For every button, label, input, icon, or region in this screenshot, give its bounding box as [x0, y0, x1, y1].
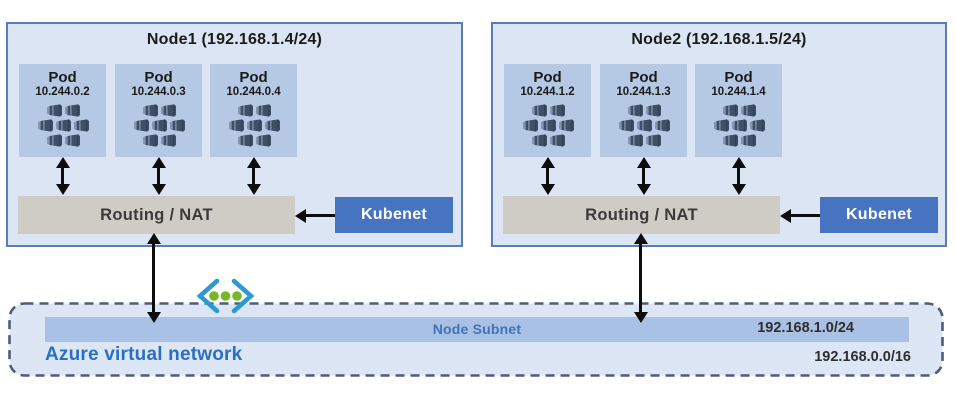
pod-ip: 10.244.1.3 [616, 86, 671, 98]
pod-routing-arrow [151, 157, 166, 195]
node2-subnet-arrow [633, 233, 648, 323]
pod-ip: 10.244.0.2 [35, 86, 90, 98]
pod-label: Pod [724, 69, 753, 86]
containers-icon [713, 104, 765, 147]
containers-icon [228, 104, 280, 147]
azure-vnet-icon [196, 278, 255, 314]
node1-box: Node1 (192.168.1.4/24) Pod 10.244.0.2 Po… [6, 22, 463, 247]
node2-box: Node2 (192.168.1.5/24) Pod 10.244.1.2 Po… [491, 22, 947, 247]
pod-routing-arrow [540, 157, 555, 195]
pod-label: Pod [239, 69, 268, 86]
pod-label: Pod [629, 69, 658, 86]
pod-ip: 10.244.0.4 [226, 86, 281, 98]
vnet-label: Azure virtual network [45, 344, 243, 365]
node2-kubenet: Kubenet [820, 197, 938, 233]
subnet-cidr: 192.168.1.0/24 [757, 320, 854, 336]
pod-routing-arrow [636, 157, 651, 195]
node1-routing-nat: Routing / NAT [18, 196, 295, 234]
pod-routing-arrow [731, 157, 746, 195]
pod-label: Pod [48, 69, 77, 86]
node1-kubenet: Kubenet [335, 197, 453, 233]
kubenet-routing-arrow [295, 208, 335, 223]
pod-ip: 10.244.1.4 [711, 86, 766, 98]
containers-icon [37, 104, 89, 147]
pod-label: Pod [533, 69, 562, 86]
containers-icon [618, 104, 670, 147]
pod-routing-arrow [246, 157, 261, 195]
node2-routing-nat: Routing / NAT [503, 196, 780, 234]
node1-title: Node1 (192.168.1.4/24) [146, 31, 323, 48]
node2-pod2: Pod 10.244.1.3 [600, 64, 687, 157]
node-subnet-bar: Node Subnet 192.168.1.0/24 [45, 317, 909, 342]
containers-icon [133, 104, 185, 147]
pod-routing-arrow [55, 157, 70, 195]
node1-pod3: Pod 10.244.0.4 [210, 64, 297, 157]
node1-pod1: Pod 10.244.0.2 [19, 64, 106, 157]
kubenet-routing-arrow [780, 208, 820, 223]
node-subnet-label: Node Subnet [432, 321, 522, 337]
node2-pod3: Pod 10.244.1.4 [695, 64, 782, 157]
node2-pod1: Pod 10.244.1.2 [504, 64, 591, 157]
node1-subnet-arrow [146, 233, 161, 323]
azure-vnet-box: Node Subnet 192.168.1.0/24 Azure virtual… [8, 302, 944, 377]
node2-title: Node2 (192.168.1.5/24) [631, 31, 807, 48]
pod-ip: 10.244.0.3 [131, 86, 186, 98]
vnet-cidr: 192.168.0.0/16 [814, 349, 911, 365]
node1-pod2: Pod 10.244.0.3 [115, 64, 202, 157]
containers-icon [522, 104, 574, 147]
pod-ip: 10.244.1.2 [520, 86, 575, 98]
pod-label: Pod [144, 69, 173, 86]
